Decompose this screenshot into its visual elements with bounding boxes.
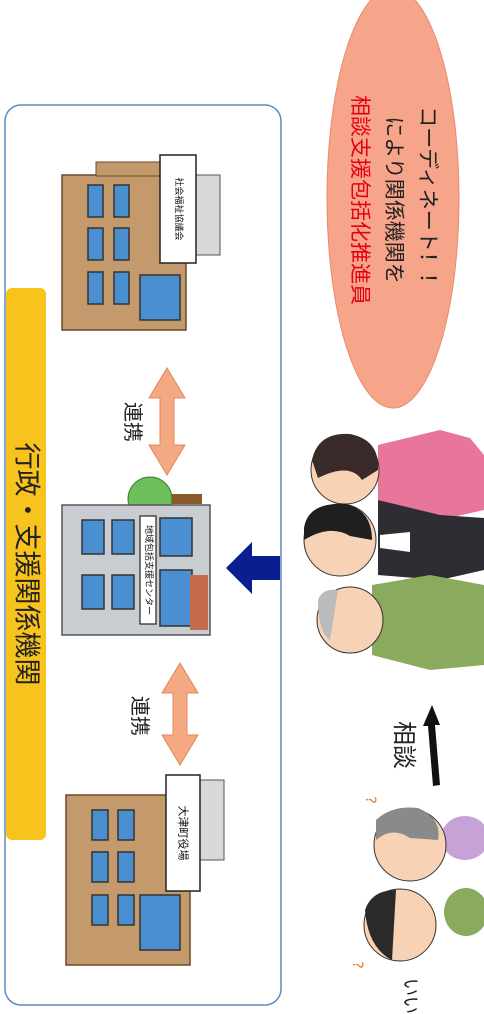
link-label-lower: 連携	[128, 696, 152, 736]
elderly-couple: ? ?	[349, 796, 484, 969]
callout-line-2: により関係機関を	[382, 116, 406, 284]
town-office-building: 大津町役場	[65, 774, 225, 966]
support-center-sign: 地域包括支援センター	[143, 525, 155, 615]
callout-line-3: コーディネート！！	[416, 106, 440, 294]
link-arrow-lower: 連携	[128, 662, 199, 766]
question-mark-lower: ?	[349, 961, 365, 968]
welfare-council-building: 社会福祉協議会	[61, 154, 221, 331]
partial-bottom-text: いい	[400, 978, 421, 1014]
welfare-council-sign: 社会福祉協議会	[173, 177, 185, 240]
consult-arrow	[423, 705, 440, 786]
link-label-upper: 連携	[121, 402, 145, 442]
support-center-building: 地域包括支援センター	[61, 476, 211, 636]
callout-line-1: 相談支援包括化推進員	[348, 95, 372, 305]
consult-direction-arrow	[226, 542, 280, 594]
panel-title-bar: 行政・支援関係機関	[6, 288, 46, 840]
question-mark-upper: ?	[362, 796, 378, 803]
town-office-sign: 大津町役場	[177, 806, 191, 861]
link-arrow-upper: 連携	[121, 367, 186, 476]
consult-label: 相談	[390, 721, 418, 769]
consultation-staff-group	[303, 430, 484, 670]
coordinator-callout: 相談支援包括化推進員 により関係機関を コーディネート！！	[326, 0, 460, 409]
panel-title: 行政・支援関係機関	[11, 443, 42, 686]
